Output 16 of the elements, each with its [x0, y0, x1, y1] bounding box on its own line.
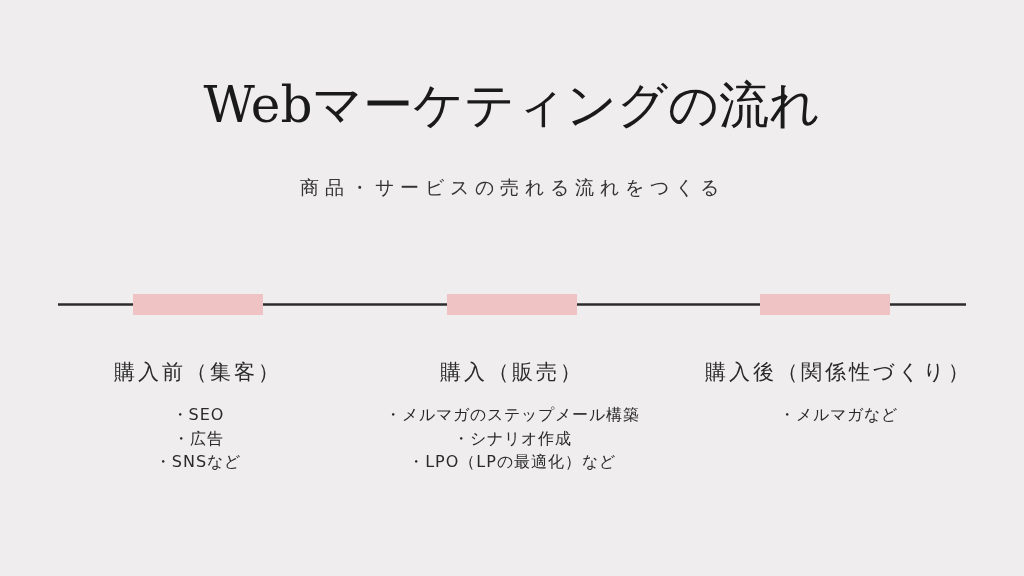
list-item: ・メルマガなど [778, 404, 898, 426]
list-item: ・SEO [171, 404, 225, 426]
subtitle: 商品・サービスの売れる流れをつくる [299, 175, 725, 200]
list-item: ・広告 [172, 427, 224, 450]
list-item: ・LPO（LPの最適化）など [408, 451, 616, 473]
connector-line [263, 303, 447, 306]
connector-line [890, 303, 966, 306]
stage-heading: 購入前（集客） [114, 359, 282, 386]
list-item: ・SNSなど [154, 451, 242, 473]
stage-heading: 購入後（関係性づくり） [704, 359, 972, 386]
connector-line [577, 303, 760, 306]
list-item: ・シナリオ作成 [452, 427, 572, 450]
stage-heading: 購入（販売） [440, 359, 584, 386]
list-item: ・メルマガのステップメール構築 [384, 404, 640, 426]
title: Webマーケティングの流れ [203, 75, 821, 136]
connector-line [58, 303, 133, 306]
